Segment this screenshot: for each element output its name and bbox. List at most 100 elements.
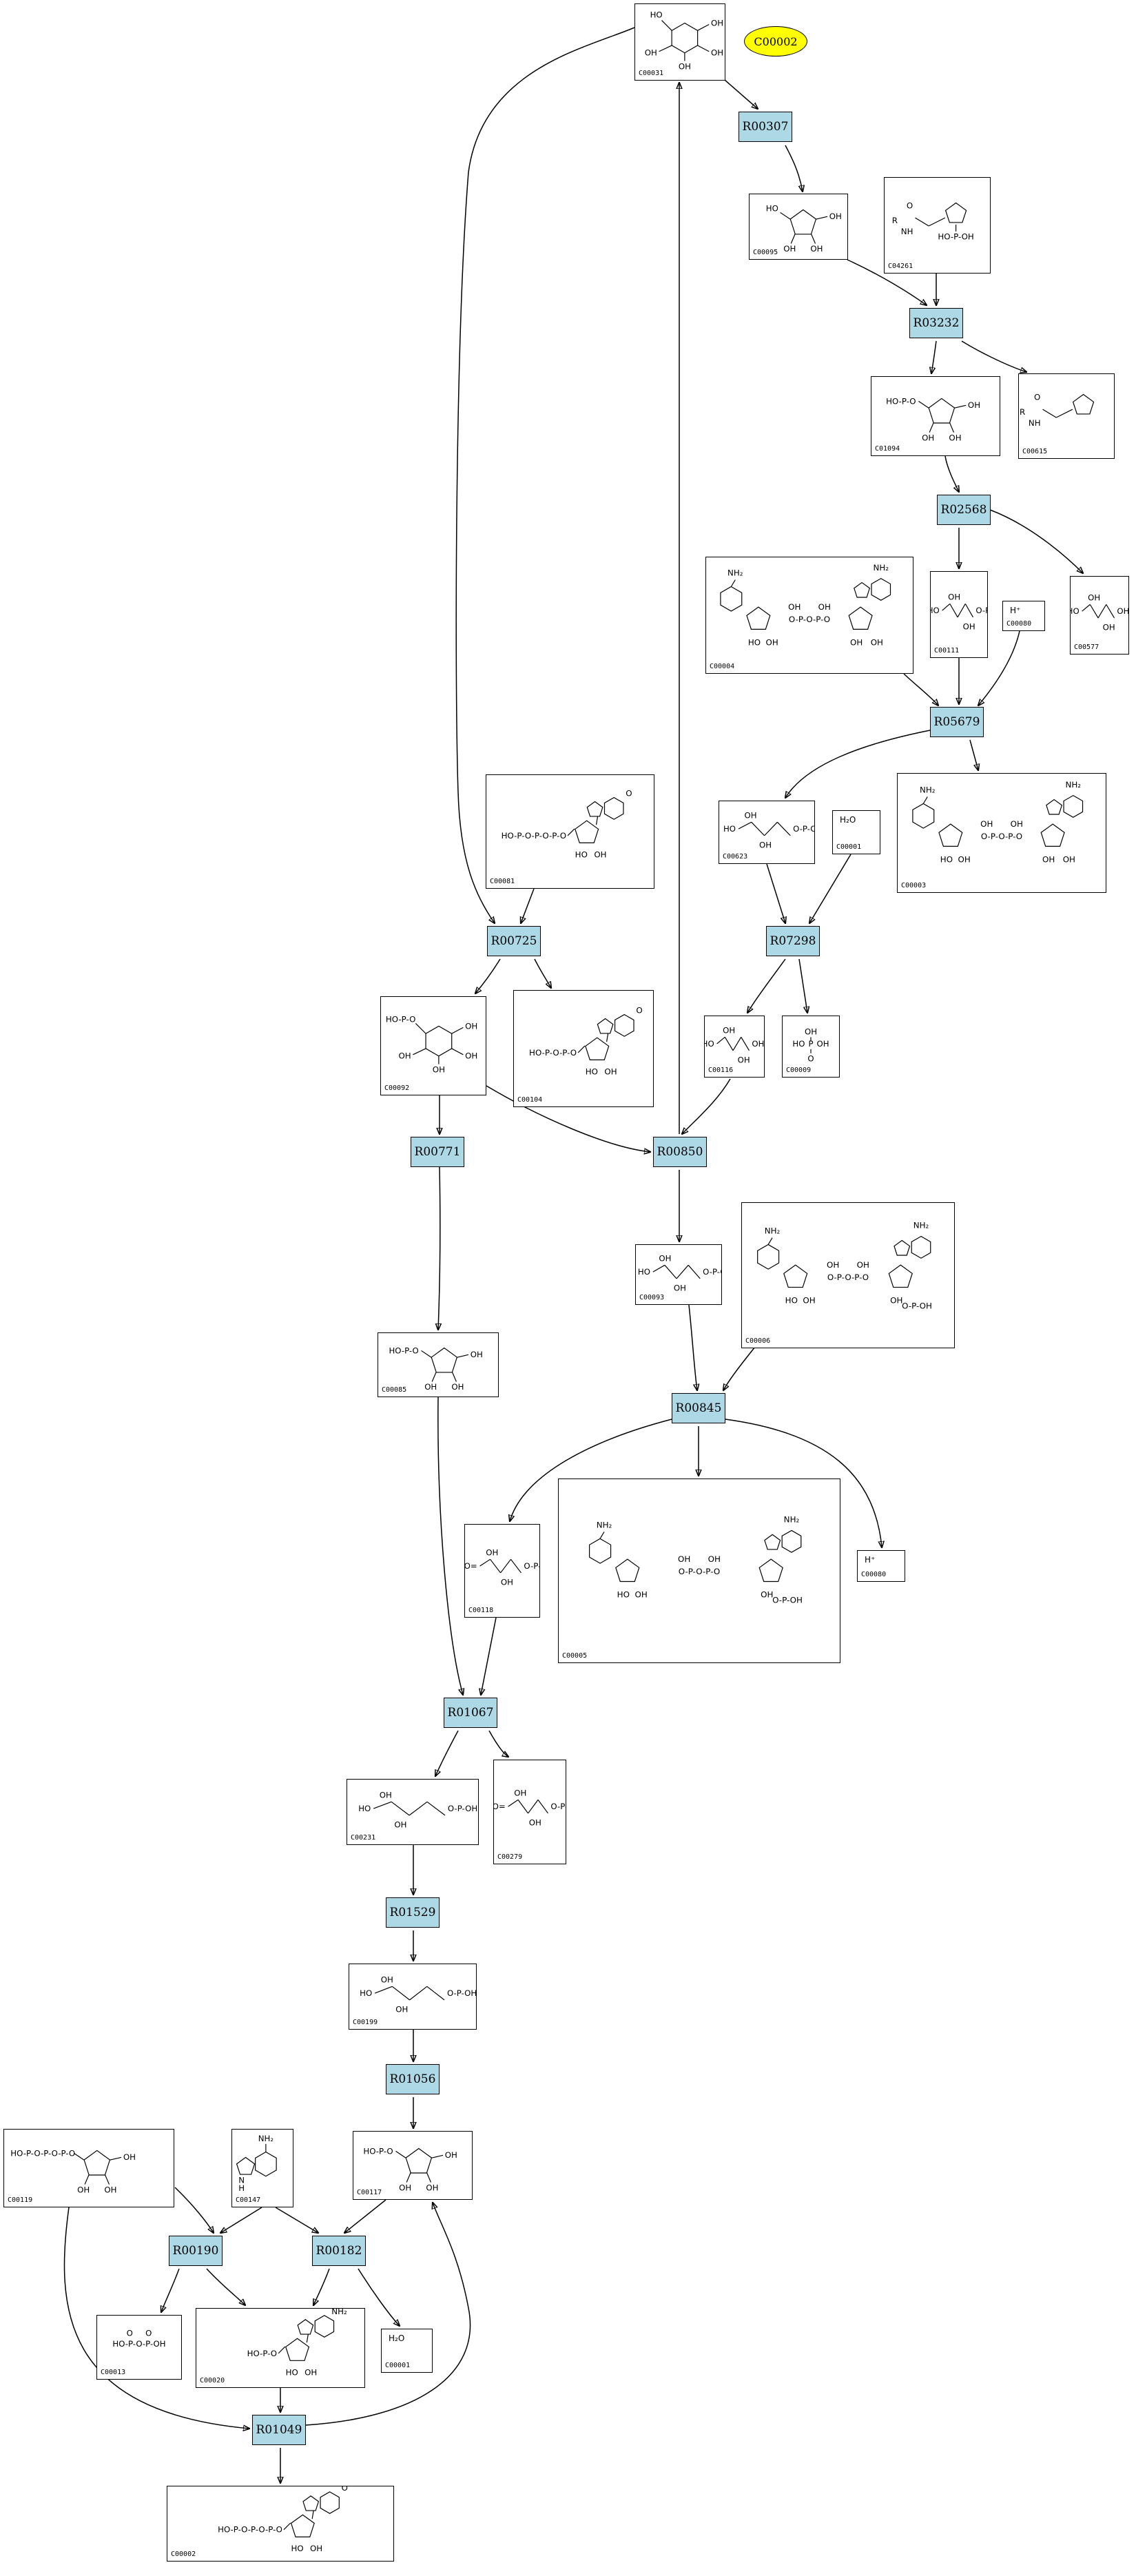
reaction-label: R07298	[770, 934, 816, 948]
reaction-r02568[interactable]: R02568	[937, 495, 991, 525]
compound-id-label: C00085	[382, 1386, 407, 1394]
svg-text:OH: OH	[1011, 819, 1023, 829]
compound-id-label: C00118	[468, 1607, 494, 1614]
compound-c00080b[interactable]: H⁺C00080	[857, 1550, 905, 1582]
edge-arrow	[903, 673, 938, 705]
reaction-label: R05679	[933, 715, 980, 729]
edge-arrow	[961, 340, 1026, 372]
reaction-r00850[interactable]: R00850	[653, 1137, 707, 1167]
svg-text:OH: OH	[1042, 855, 1055, 865]
svg-text:OH: OH	[304, 2367, 317, 2377]
reaction-r00725[interactable]: R00725	[487, 926, 541, 956]
reaction-label: R00182	[316, 2244, 362, 2258]
svg-text:OH: OH	[310, 2544, 322, 2553]
reaction-r07298[interactable]: R07298	[766, 926, 820, 956]
svg-text:OH: OH	[803, 1296, 815, 1306]
edge-arrow	[785, 730, 931, 798]
svg-text:HO: HO	[792, 1039, 805, 1049]
edge-arrow	[798, 958, 807, 1013]
svg-text:HO-P-O: HO-P-O	[363, 2146, 393, 2156]
reaction-r00190[interactable]: R00190	[169, 2236, 223, 2266]
compound-c00577[interactable]: HOOHOHOHC00577	[1070, 576, 1129, 655]
svg-text:O: O	[145, 2328, 152, 2338]
svg-text:NH₂: NH₂	[727, 568, 743, 578]
edge-arrow	[944, 455, 959, 492]
compound-id-label: C00092	[384, 1084, 410, 1092]
reaction-r00182[interactable]: R00182	[312, 2236, 366, 2266]
compound-c00116[interactable]: HOOHOHOHC00116	[704, 1016, 765, 1078]
svg-text:NH₂: NH₂	[874, 563, 889, 573]
edge-arrow	[488, 1730, 508, 1757]
edge-arrow	[747, 958, 786, 1013]
svg-text:O-P-OH: O-P-OH	[902, 1301, 932, 1311]
reaction-r03232[interactable]: R03232	[909, 308, 963, 338]
svg-text:NH₂: NH₂	[913, 1221, 929, 1230]
svg-text:HO: HO	[766, 203, 778, 213]
svg-text:OH: OH	[465, 1051, 477, 1061]
reaction-r00771[interactable]: R00771	[411, 1137, 464, 1167]
compound-c00080a[interactable]: H⁺C00080	[1002, 601, 1045, 631]
svg-text:HO: HO	[705, 1039, 714, 1049]
reaction-label: R00771	[414, 1145, 461, 1159]
svg-text:OH: OH	[805, 1027, 817, 1036]
svg-text:HO-P-O: HO-P-O	[247, 2349, 277, 2358]
compound-id-label: C00009	[786, 1067, 812, 1074]
reaction-r05679[interactable]: R05679	[930, 707, 984, 737]
svg-text:OH: OH	[817, 1039, 829, 1049]
svg-text:OH: OH	[810, 244, 823, 254]
edge-arrow	[931, 340, 937, 373]
svg-text:OH: OH	[445, 2150, 457, 2160]
svg-text:OH: OH	[381, 1975, 393, 1984]
reaction-r00307[interactable]: R00307	[739, 112, 792, 142]
reaction-r01067[interactable]: R01067	[444, 1698, 497, 1728]
reaction-r00845[interactable]: R00845	[672, 1393, 725, 1423]
svg-text:HO: HO	[785, 1296, 798, 1306]
svg-text:OH: OH	[399, 2183, 411, 2192]
svg-text:O: O	[907, 200, 913, 210]
reaction-label: R01067	[447, 1706, 494, 1720]
svg-text:OH: OH	[708, 1554, 721, 1564]
svg-text:OH: OH	[711, 48, 723, 58]
reaction-label: R01049	[256, 2423, 302, 2437]
reaction-r01049[interactable]: R01049	[252, 2415, 306, 2445]
reaction-r01529[interactable]: R01529	[386, 1897, 440, 1928]
reaction-r01056[interactable]: R01056	[386, 2064, 440, 2094]
